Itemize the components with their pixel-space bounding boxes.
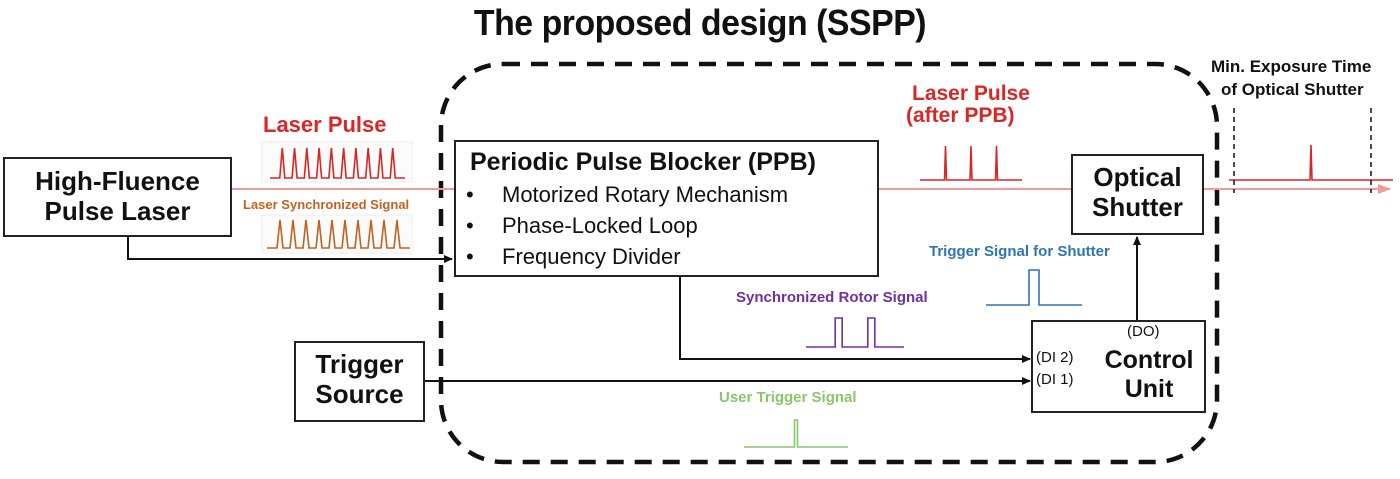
control-unit-label-1: Control [1104, 346, 1194, 374]
laser-source-block[interactable]: High-Fluence Pulse Laser [3, 157, 232, 237]
ppb-feature-item: •Motorized Rotary Mechanism [466, 182, 789, 207]
optical-shutter-block[interactable]: Optical Shutter [1071, 154, 1204, 235]
after-ppb-trace [920, 145, 1022, 181]
laser-source-label-1: High-Fluence [35, 166, 200, 196]
optical-shutter-label-2: Shutter [1092, 191, 1183, 222]
laser-after-ppb-waveform [920, 145, 1022, 181]
laser-pulse-waveform [270, 147, 405, 179]
user-trigger-trace [744, 419, 848, 448]
laser-pulse-after-ppb-label-1: Laser Pulse [912, 82, 1030, 105]
port-di1: (DI 1) [1036, 371, 1074, 388]
laser-sync-label: Laser Synchronized Signal [243, 197, 410, 212]
ppb-feature-item: •Phase-Locked Loop [466, 213, 698, 238]
ppb-block[interactable]: Periodic Pulse Blocker (PPB) •Motorized … [454, 140, 879, 277]
trigger-source-label-1: Trigger [315, 349, 404, 379]
user-trigger-waveform [744, 419, 848, 448]
port-di2: (DI 2) [1036, 349, 1074, 366]
user-trigger-label: User Trigger Signal [719, 389, 857, 406]
trigger-shutter-trace [986, 269, 1082, 306]
rotor-signal-waveform [806, 317, 904, 348]
laser-sync-waveform [267, 219, 410, 249]
trigger-source-block[interactable]: Trigger Source [294, 341, 425, 422]
output-pulse-waveform [1229, 144, 1393, 181]
laser-source-label-2: Pulse Laser [44, 195, 191, 226]
laser-pulse-label: Laser Pulse [263, 112, 387, 137]
control-unit-block[interactable]: (DO) (DI 2) (DI 1) Control Unit [1031, 320, 1206, 413]
exposure-time-label-2: of Optical Shutter [1221, 80, 1364, 99]
sync-connection [127, 228, 453, 263]
control-unit-label-2: Unit [1124, 374, 1174, 403]
diagram-title: The proposed design (SSPP) [473, 2, 927, 43]
optical-shutter-label-1: Optical [1093, 162, 1182, 192]
output-pulse-trace [1229, 144, 1393, 181]
trigger-source-label-2: Source [315, 378, 404, 409]
ppb-feature-item: •Frequency Divider [466, 244, 681, 269]
ppb-title: Periodic Pulse Blocker (PPB) [470, 148, 816, 176]
trigger-shutter-label: Trigger Signal for Shutter [929, 243, 1110, 260]
port-do: (DO) [1127, 323, 1160, 340]
exposure-time-label-1: Min. Exposure Time [1211, 57, 1372, 76]
trigger-shutter-waveform [986, 269, 1082, 306]
laser-pulse-trace [270, 147, 405, 179]
ppb-feature-list: •Motorized Rotary Mechanism •Phase-Locke… [456, 179, 877, 272]
rotor-connection [679, 276, 1031, 363]
laser-pulse-after-ppb-label-2: (after PPB) [906, 104, 1015, 127]
rotor-signal-label: Synchronized Rotor Signal [736, 289, 928, 306]
laser-sync-trace [267, 219, 410, 249]
rotor-trace [806, 317, 904, 348]
